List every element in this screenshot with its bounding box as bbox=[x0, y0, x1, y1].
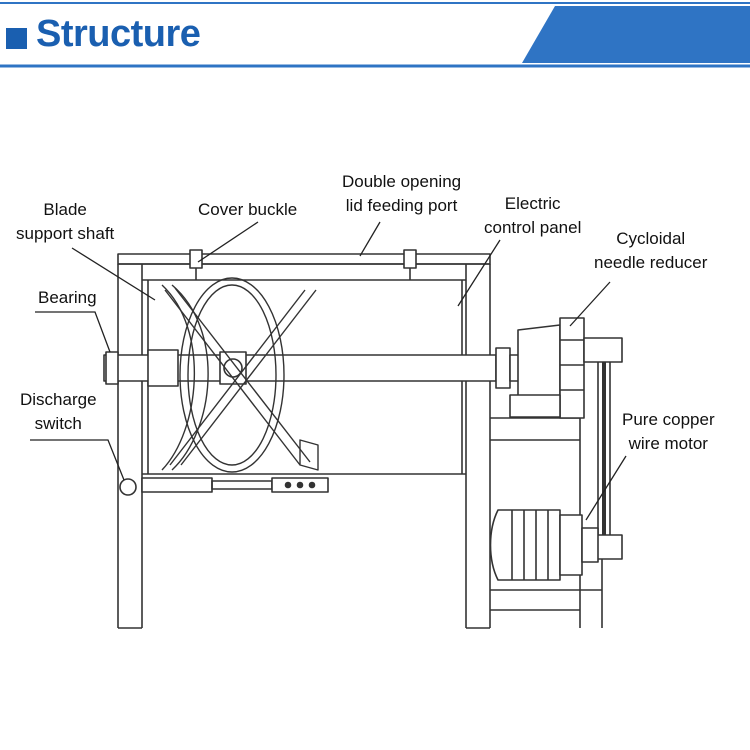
mixer-top-lid bbox=[117, 253, 491, 265]
header-background bbox=[0, 2, 750, 68]
left-leg bbox=[117, 264, 143, 629]
discharge-valve bbox=[119, 477, 329, 496]
label-cover-buckle: Cover buckle bbox=[198, 200, 298, 219]
leader-blade-support-shaft bbox=[71, 247, 156, 301]
belt-drive bbox=[583, 337, 623, 560]
cycloidal-reducer bbox=[509, 317, 585, 419]
page-title: Structure bbox=[36, 13, 201, 55]
right-leg bbox=[465, 264, 491, 629]
leader-motor bbox=[585, 455, 627, 521]
main-shaft bbox=[103, 349, 497, 387]
header-square-icon bbox=[6, 28, 27, 49]
leader-cover-buckle bbox=[197, 221, 259, 263]
ribbon-blades bbox=[161, 277, 319, 473]
header-banner: Structure bbox=[0, 0, 750, 68]
leader-cycloidal-reducer bbox=[569, 281, 611, 327]
callout-leaders bbox=[30, 221, 627, 521]
header-blue-band bbox=[522, 6, 750, 63]
leader-electric-panel bbox=[457, 239, 501, 307]
electric-motor bbox=[489, 509, 599, 581]
label-bearing: Bearing bbox=[38, 288, 97, 307]
bearings bbox=[105, 347, 521, 389]
leader-bearing bbox=[35, 311, 111, 353]
leader-discharge-switch bbox=[30, 439, 125, 481]
leader-double-lid bbox=[359, 221, 381, 257]
